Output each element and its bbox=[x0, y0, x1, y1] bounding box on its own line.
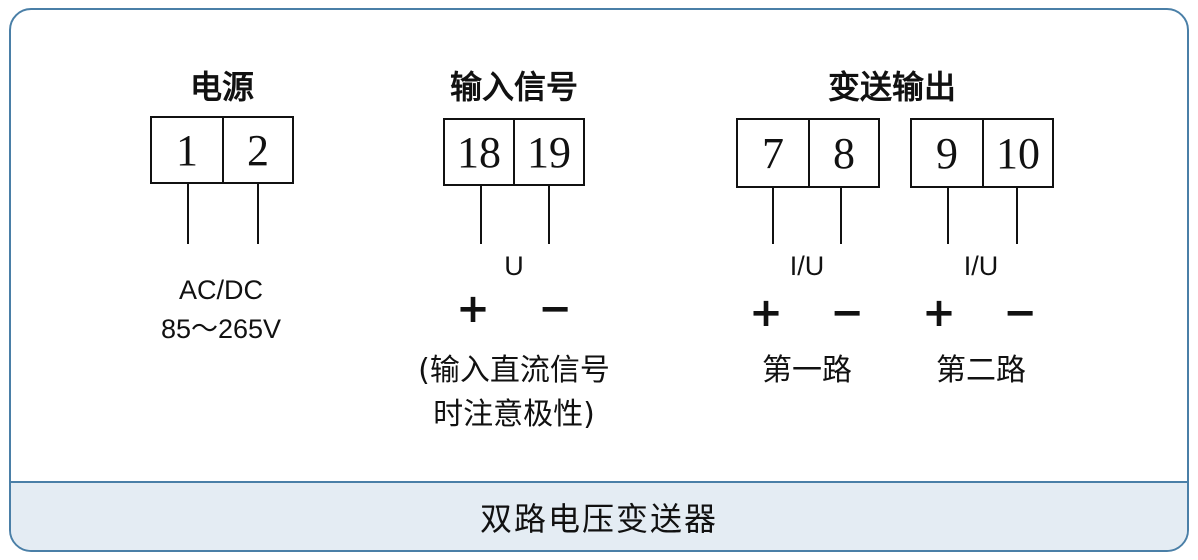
output-ch2-plus-sign: + bbox=[922, 290, 956, 336]
output-lead-10 bbox=[1016, 188, 1018, 244]
power-terminal-block: 1 2 bbox=[150, 116, 294, 184]
output-lead-9 bbox=[947, 188, 949, 244]
output-lead-7 bbox=[772, 188, 774, 244]
output-lead-8 bbox=[840, 188, 842, 244]
input-lead-19 bbox=[548, 186, 550, 244]
diagram-frame: 电源 输入信号 变送输出 1 2 AC/DC 85～265V 18 19 U +… bbox=[9, 8, 1189, 552]
terminal-10: 10 bbox=[982, 118, 1054, 188]
output-ch1-signal-label: I/U bbox=[789, 251, 825, 281]
input-lead-18 bbox=[480, 186, 482, 244]
terminal-2: 2 bbox=[222, 116, 294, 184]
output-ch1-plus-sign: + bbox=[749, 290, 783, 336]
terminal-9: 9 bbox=[910, 118, 984, 188]
output-title: 变送输出 bbox=[827, 68, 957, 106]
output-ch2-minus-sign: − bbox=[1003, 290, 1037, 336]
power-lead-2 bbox=[257, 184, 259, 244]
terminal-7: 7 bbox=[736, 118, 810, 188]
footer-bar: 双路电压变送器 bbox=[11, 481, 1187, 550]
output-ch1-name: 第一路 bbox=[762, 353, 852, 388]
terminal-18: 18 bbox=[443, 118, 515, 186]
input-note-line1: (输入直流信号 bbox=[418, 353, 610, 388]
power-label-voltage: 85～265V bbox=[160, 314, 282, 344]
terminal-8: 8 bbox=[808, 118, 880, 188]
power-lead-1 bbox=[187, 184, 189, 244]
input-plus-sign: + bbox=[456, 286, 490, 332]
output-ch1-minus-sign: − bbox=[830, 290, 864, 336]
power-label-acdc: AC/DC bbox=[178, 275, 264, 305]
terminal-19: 19 bbox=[513, 118, 585, 186]
terminal-1: 1 bbox=[150, 116, 224, 184]
input-terminal-block: 18 19 bbox=[443, 118, 585, 186]
output-ch2-signal-label: I/U bbox=[963, 251, 999, 281]
input-signal-label: U bbox=[504, 251, 524, 281]
input-note-line2: 时注意极性) bbox=[433, 397, 595, 432]
input-title: 输入信号 bbox=[449, 68, 579, 106]
output-ch1-terminal-block: 7 8 bbox=[736, 118, 880, 188]
input-minus-sign: − bbox=[538, 286, 572, 332]
output-ch2-name: 第二路 bbox=[936, 353, 1026, 388]
output-ch2-terminal-block: 9 10 bbox=[910, 118, 1054, 188]
power-title: 电源 bbox=[189, 68, 255, 106]
footer-title: 双路电压变送器 bbox=[479, 499, 718, 538]
